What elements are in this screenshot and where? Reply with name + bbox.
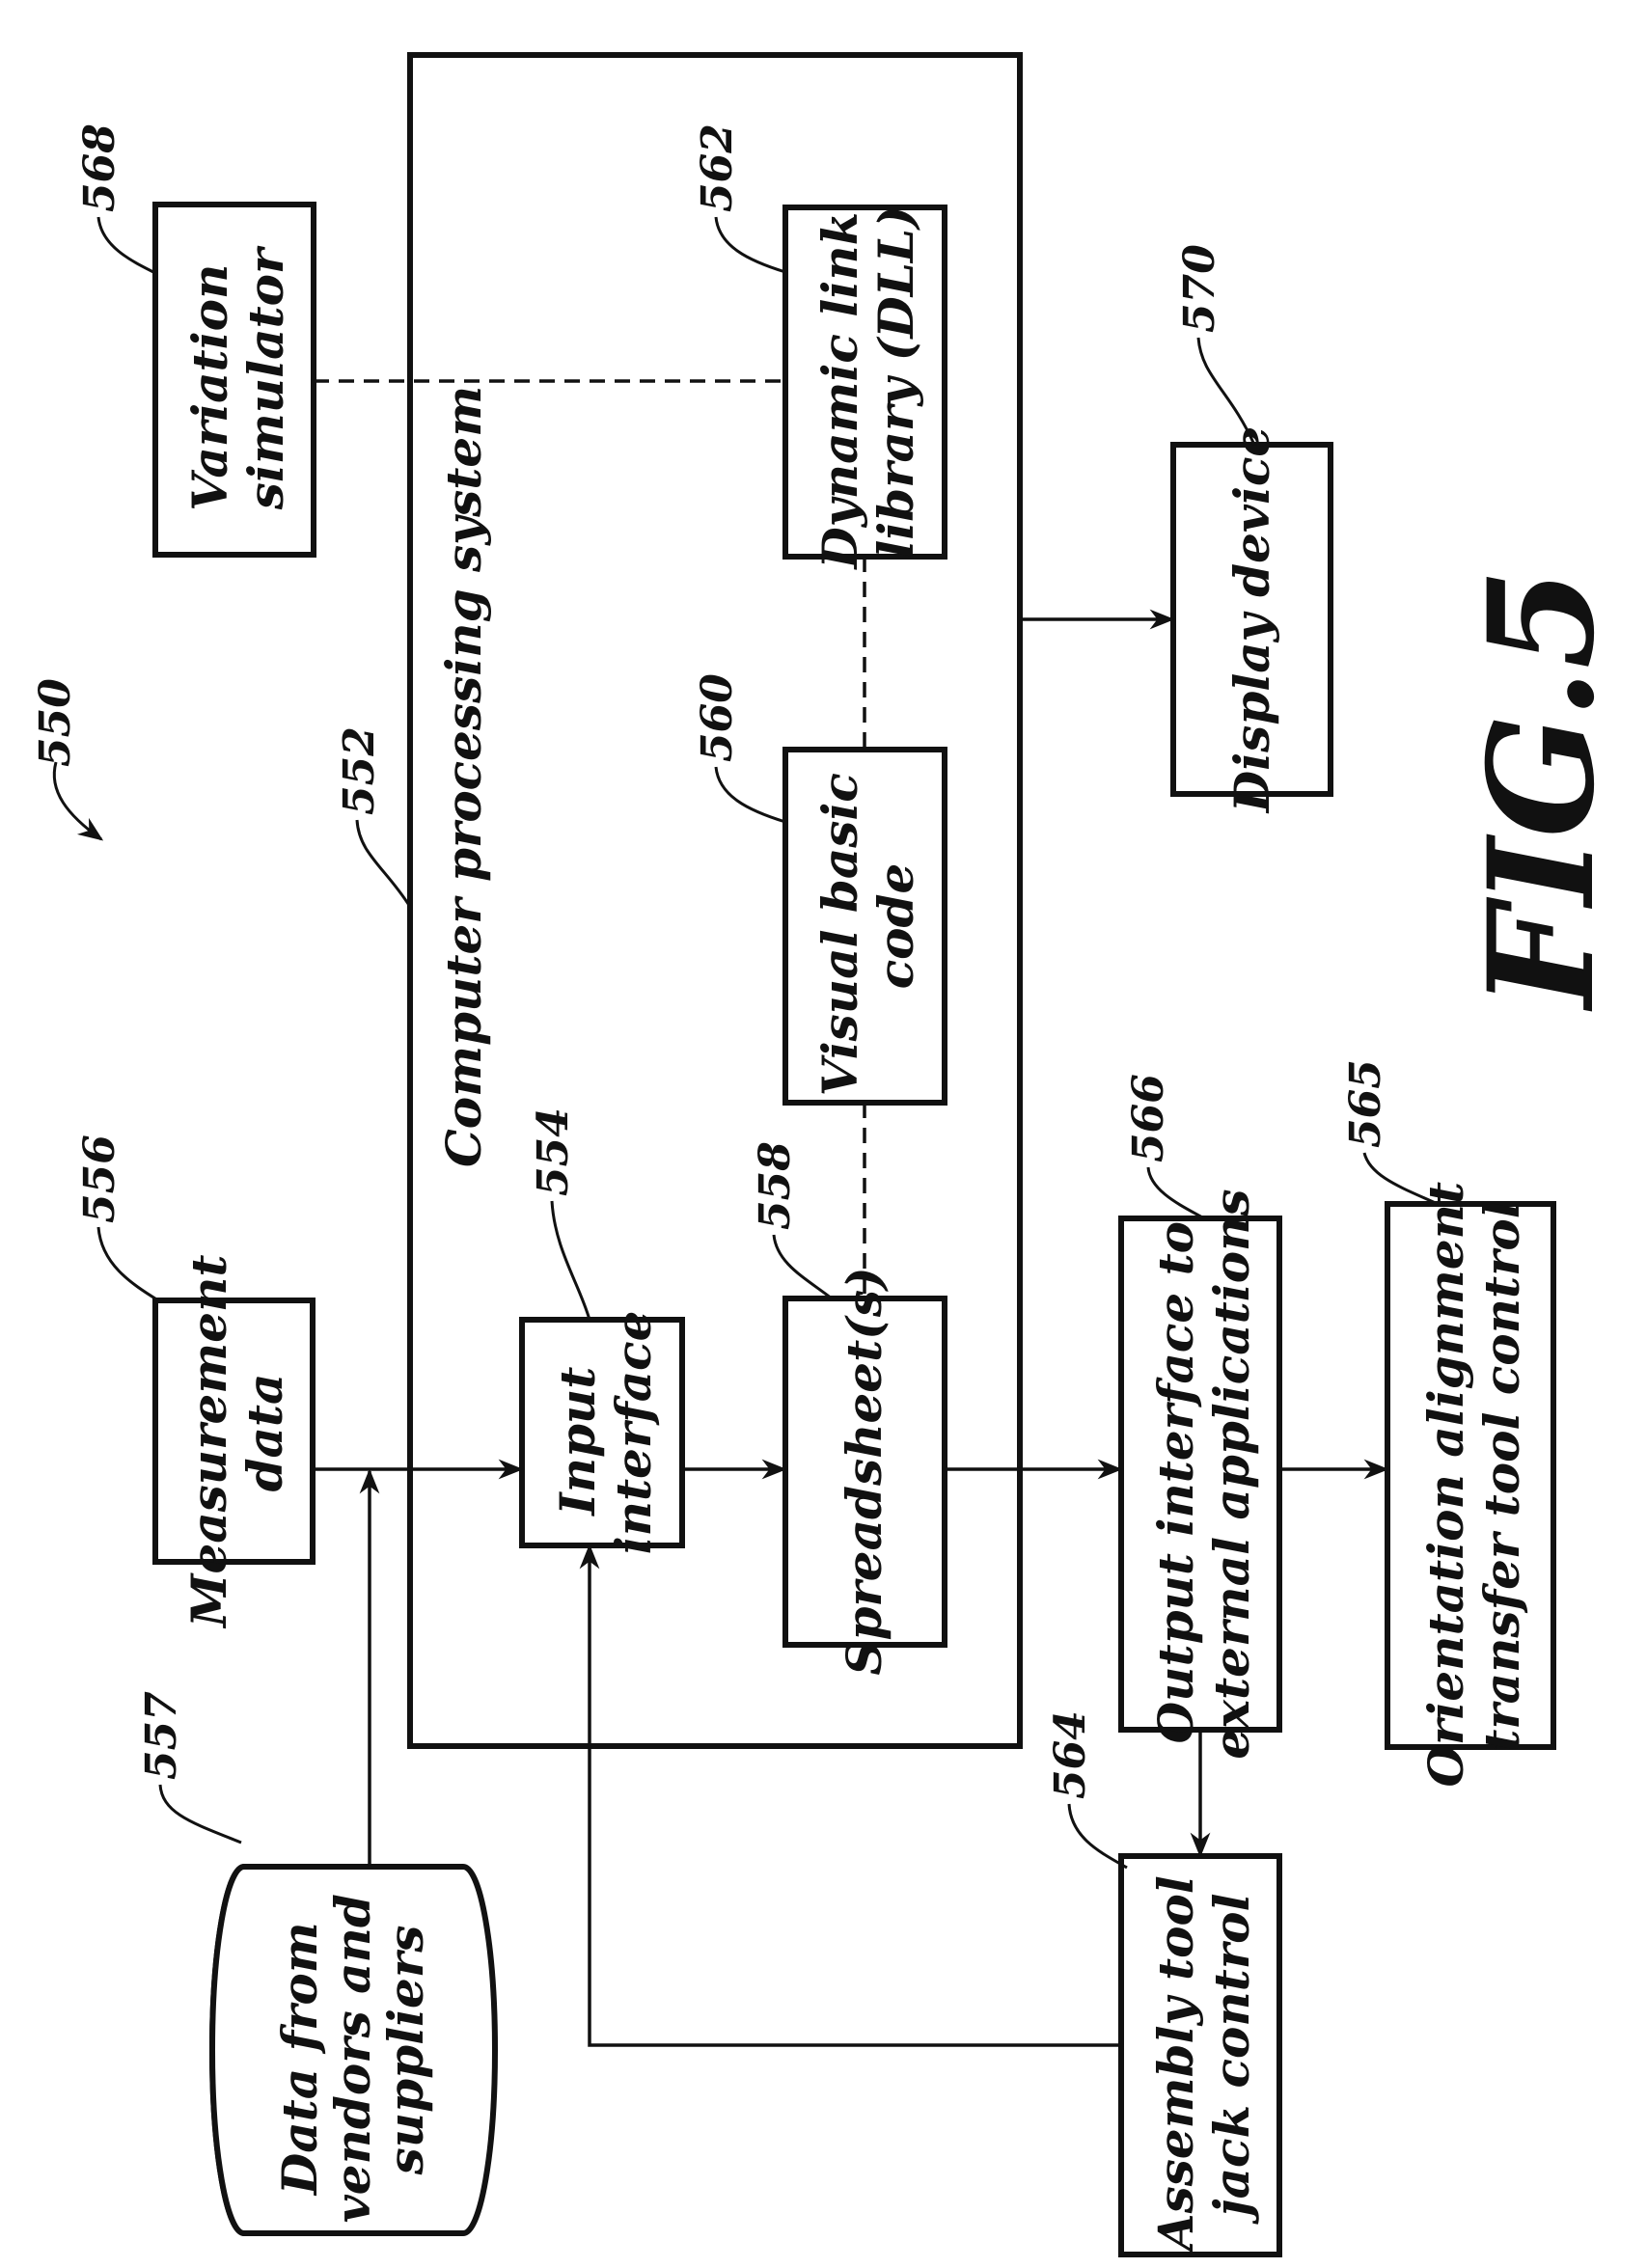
ref-556: 556 <box>75 1134 158 1300</box>
display-device-block: Display device <box>1173 426 1331 814</box>
ref-566: 566 <box>1124 1074 1204 1218</box>
svg-text:Measurement data: Measurement data <box>180 1238 293 1629</box>
ref-568: 568 <box>75 123 155 273</box>
svg-text:556: 556 <box>75 1134 124 1223</box>
svg-text:558: 558 <box>751 1141 800 1230</box>
assembly-tool-jack-block: Assembly tool jack control <box>1121 1856 1279 2254</box>
visual-basic-code-line-1: Visual basic <box>811 773 868 1096</box>
dll-line-1: Dynamic link <box>811 212 868 571</box>
svg-text:550: 550 <box>31 678 80 767</box>
svg-text:Display device: Display device <box>1223 426 1280 814</box>
svg-text:557: 557 <box>137 1691 186 1780</box>
computer-processing-system-label: Computer processing system <box>435 386 492 1167</box>
svg-text:570: 570 <box>1175 244 1224 333</box>
ref-570: 570 <box>1175 244 1254 445</box>
spreadsheet-block: Spreadsheet(s) <box>785 1267 945 1675</box>
input-interface-line-2: interface <box>605 1311 662 1555</box>
measurement-data-block: Measurement data <box>155 1238 313 1629</box>
spreadsheet-line-1: Spreadsheet(s) <box>836 1267 892 1675</box>
svg-text:Spreadsheet(s): Spreadsheet(s) <box>836 1267 892 1675</box>
visual-basic-code-line-2: code <box>867 863 924 990</box>
orientation-alignment-line-2: transfer tool control <box>1473 1200 1530 1752</box>
svg-text:560: 560 <box>693 673 742 762</box>
vendors-line-2: vendors and <box>324 1894 381 2223</box>
input-interface-block: Input interface <box>522 1311 682 1555</box>
variation-simulator-line-1: Variation <box>181 264 238 511</box>
ref-552: 552 <box>335 726 410 907</box>
orientation-alignment-line-1: Orientation alignment <box>1417 1182 1474 1788</box>
variation-simulator-block: Variation simulator <box>155 205 314 555</box>
svg-text:Assembly tool jack contr: Assembly tool jack control <box>1147 1859 1260 2254</box>
visual-basic-code-block: Visual basic code <box>785 750 945 1103</box>
figure-label: FIG.5 <box>1457 568 1627 1012</box>
vendors-line-3: suppliers <box>377 1926 434 2176</box>
svg-text:565: 565 <box>1341 1059 1390 1148</box>
ref-550: 550 <box>31 678 101 839</box>
assembly-tool-jack-line-1: Assembly tool <box>1147 1875 1204 2254</box>
output-interface-line-1: Output interface to <box>1147 1221 1204 1743</box>
svg-text:554: 554 <box>529 1107 578 1196</box>
svg-text:552: 552 <box>335 726 384 815</box>
orientation-alignment-block: Orientation alignment transfer tool cont… <box>1387 1164 1553 1787</box>
svg-text:Data from vendors and: Data from vendors and suppliers <box>271 1877 434 2224</box>
svg-text:Orientation alignment tr: Orientation alignment transfer tool cont… <box>1417 1164 1530 1787</box>
dll-block: Dynamic link library (DLL) <box>785 195 945 570</box>
svg-text:Output interface to exte: Output interface to external application… <box>1147 1189 1260 1759</box>
ref-557: 557 <box>137 1691 241 1843</box>
output-interface-block: Output interface to external application… <box>1121 1189 1279 1759</box>
svg-text:566: 566 <box>1124 1074 1173 1162</box>
svg-text:568: 568 <box>75 123 124 212</box>
output-interface-line-2: external applications <box>1203 1189 1260 1759</box>
dll-line-2: library (DLL) <box>867 205 924 558</box>
svg-text:564: 564 <box>1046 1710 1095 1799</box>
display-device-line-1: Display device <box>1223 426 1280 814</box>
svg-text:562: 562 <box>693 123 742 212</box>
assembly-tool-jack-line-2: jack control <box>1203 1894 1260 2226</box>
svg-text:Dynamic link library (DL: Dynamic link library (DLL) <box>811 195 924 570</box>
variation-simulator-line-2: simulator <box>237 245 294 510</box>
svg-text:Variation simulator: Variation simulator <box>181 245 294 511</box>
input-interface-line-1: Input <box>549 1367 606 1517</box>
measurement-data-line-1: Measurement <box>180 1255 237 1629</box>
measurement-data-line-2: data <box>236 1374 293 1492</box>
vendors-database-cylinder: Data from vendors and suppliers <box>212 1867 495 2233</box>
ref-564: 564 <box>1046 1710 1127 1868</box>
vendors-line-1: Data from <box>271 1922 328 2197</box>
